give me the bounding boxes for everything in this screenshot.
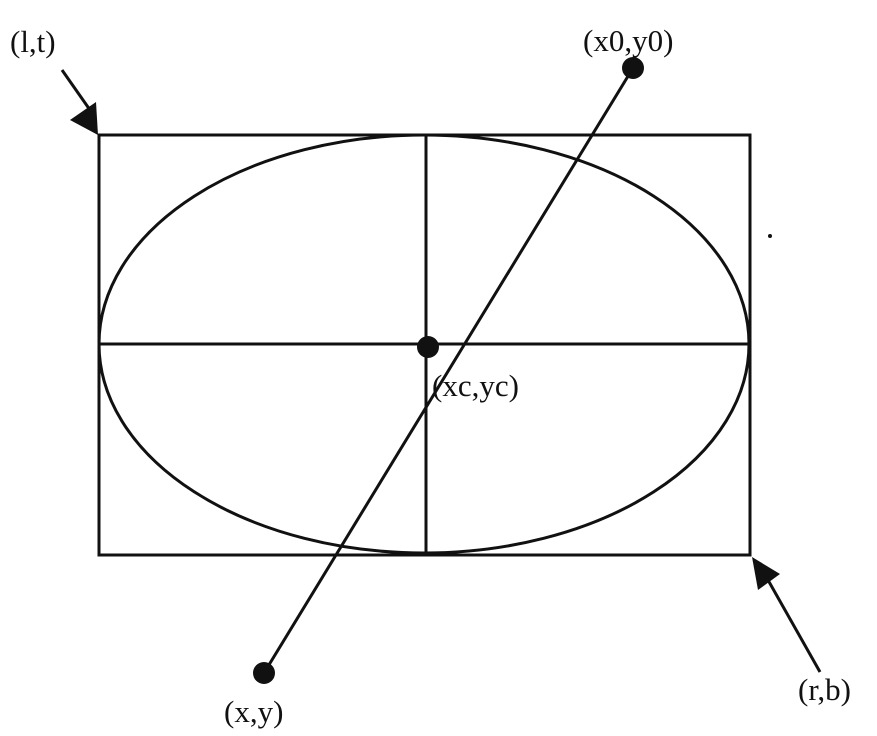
bottom-right-arrow-head bbox=[752, 557, 780, 590]
top-left-arrow-head bbox=[70, 102, 98, 135]
bottom-right-arrow-shaft bbox=[766, 579, 822, 673]
diagonal-line bbox=[262, 67, 635, 674]
end-point-dot bbox=[253, 662, 275, 684]
center-point-dot bbox=[417, 336, 439, 358]
start-point-label: (x0,y0) bbox=[583, 23, 673, 58]
bottom-right-label: (r,b) bbox=[798, 672, 851, 707]
end-point-label: (x,y) bbox=[224, 694, 283, 729]
top-left-label: (l,t) bbox=[10, 24, 56, 59]
top-left-arrow-shaft bbox=[60, 69, 92, 111]
stray-dot bbox=[768, 234, 772, 238]
center-label: (xc,yc) bbox=[432, 368, 519, 403]
start-point-dot bbox=[622, 57, 644, 79]
